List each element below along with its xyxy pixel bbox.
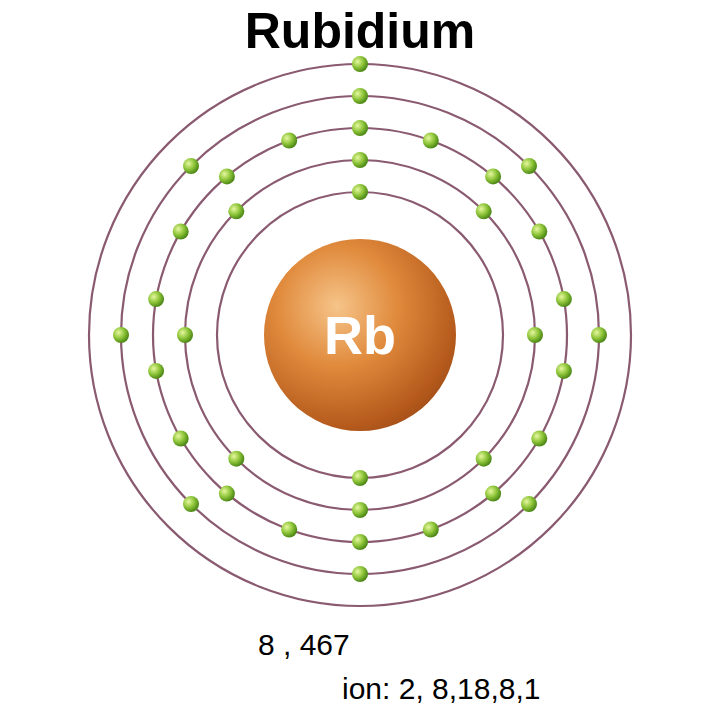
electron — [476, 451, 492, 467]
electron — [556, 363, 572, 379]
electron-configuration: ion: 2, 8,18,8,1 — [342, 672, 541, 706]
shell-ring — [89, 64, 631, 606]
electron — [521, 158, 537, 174]
electron — [183, 496, 199, 512]
electron — [219, 168, 235, 184]
electron — [281, 522, 297, 538]
electron — [113, 327, 129, 343]
electron — [591, 327, 607, 343]
electron — [556, 291, 572, 307]
electron — [352, 184, 368, 200]
electron — [228, 203, 244, 219]
atomic-mass: 8 , 467 — [258, 628, 350, 662]
electron-shells — [89, 64, 631, 606]
title: Rubidium — [0, 2, 720, 60]
electron — [521, 496, 537, 512]
electron — [183, 158, 199, 174]
electron — [173, 431, 189, 447]
electrons — [113, 56, 607, 582]
electron — [352, 470, 368, 486]
electron — [281, 133, 297, 149]
electron — [531, 431, 547, 447]
electron — [352, 566, 368, 582]
electron — [352, 120, 368, 136]
electron — [173, 224, 189, 240]
electron — [148, 363, 164, 379]
electron — [423, 522, 439, 538]
electron — [177, 327, 193, 343]
shell-ring — [217, 192, 503, 478]
electron — [219, 486, 235, 502]
shell-ring — [153, 128, 567, 542]
electron — [352, 534, 368, 550]
electron — [352, 152, 368, 168]
nucleus: Rb — [264, 239, 456, 431]
electron — [485, 168, 501, 184]
electron — [531, 224, 547, 240]
electron — [476, 203, 492, 219]
electron — [228, 451, 244, 467]
electron — [352, 88, 368, 104]
shell-ring — [121, 96, 599, 574]
shell-ring — [185, 160, 535, 510]
electron — [527, 327, 543, 343]
electron — [485, 486, 501, 502]
electron — [148, 291, 164, 307]
electron — [352, 502, 368, 518]
element-symbol: Rb — [324, 304, 396, 366]
electron — [423, 133, 439, 149]
